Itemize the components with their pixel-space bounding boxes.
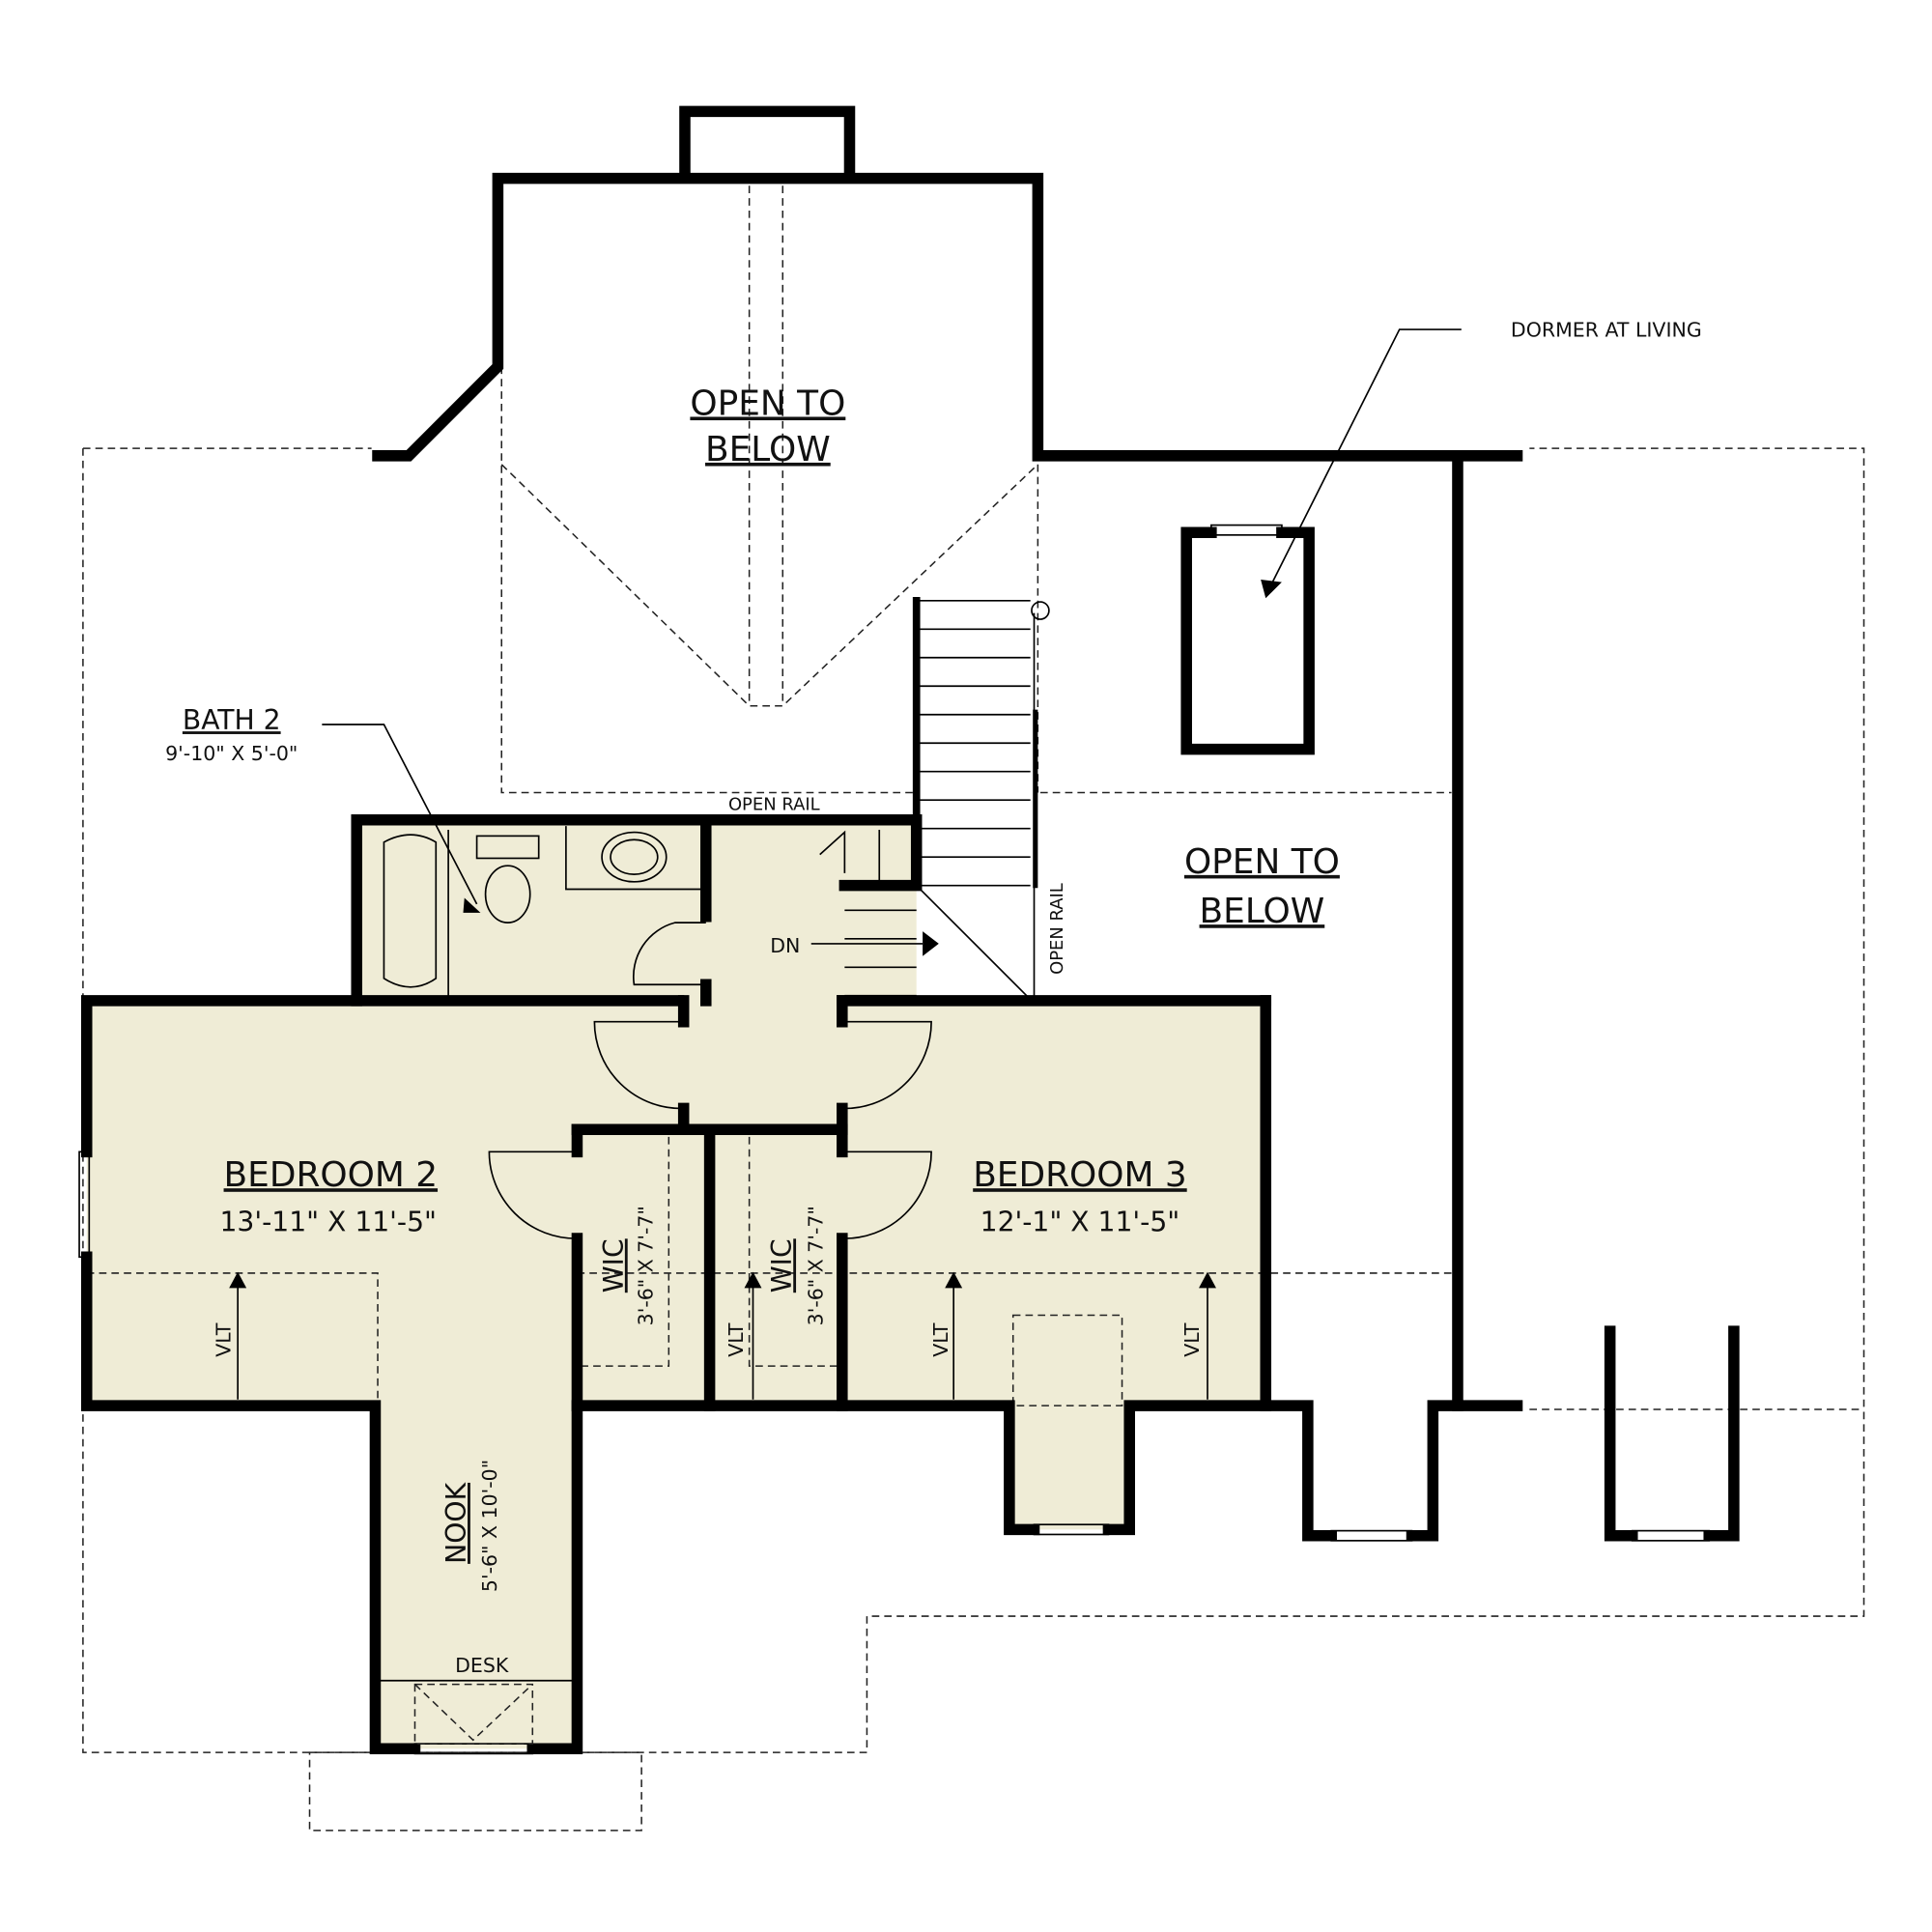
windows (78, 524, 1711, 1755)
open-rail-label-side: OPEN RAIL (1047, 883, 1067, 975)
bedroom3-name: BEDROOM 3 (973, 1155, 1187, 1195)
staircase[interactable] (810, 596, 1050, 1001)
vault-label: VLT (929, 1322, 952, 1357)
wic-left-name: WIC (598, 1238, 630, 1293)
desk-label: DESK (455, 1654, 509, 1677)
stair-dn-label: DN (770, 934, 800, 957)
wic-right-size: 3'-6" X 7'-7" (804, 1206, 827, 1325)
nook-name: NOOK (440, 1481, 472, 1563)
open-to-below-label-1b: BELOW (705, 430, 831, 469)
wic-right-name: WIC (766, 1238, 798, 1293)
bath2-name: BATH 2 (183, 704, 281, 736)
vault-label: VLT (212, 1322, 235, 1357)
upper-floor-area (86, 819, 1266, 1749)
bedroom2-name: BEDROOM 2 (224, 1155, 438, 1195)
nook-size: 5'-6" X 10'-0" (478, 1460, 501, 1592)
vault-label: VLT (724, 1322, 748, 1357)
bath-fixtures (383, 826, 881, 998)
wic-left-size: 3'-6" X 7'-7" (635, 1206, 658, 1325)
dormer-leader (1268, 328, 1462, 589)
bedroom3-size: 12'-1" X 11'-5" (980, 1206, 1180, 1237)
open-to-below-label-2: OPEN TO (1184, 842, 1340, 882)
toilet-tank-icon (475, 835, 540, 860)
vault-label: VLT (1180, 1322, 1204, 1357)
open-to-below-label-1: OPEN TO (690, 384, 845, 423)
sink-icon (601, 831, 668, 883)
open-rail-label-top: OPEN RAIL (728, 794, 820, 814)
toilet-icon (484, 865, 531, 923)
dormer-label: DORMER AT LIVING (1511, 319, 1702, 342)
open-to-below-label-2b: BELOW (1200, 892, 1325, 931)
door-swings (488, 922, 932, 1239)
desk (380, 1679, 573, 1745)
stair-down-arrow-icon (923, 931, 939, 956)
bedroom2-size: 13'-11" X 11'-5" (219, 1206, 437, 1237)
vault-arrows (229, 1271, 1216, 1400)
bath-leader (322, 724, 478, 905)
bath2-size: 9'-10" X 5'-0" (165, 742, 298, 765)
bathtub-icon (383, 834, 438, 988)
